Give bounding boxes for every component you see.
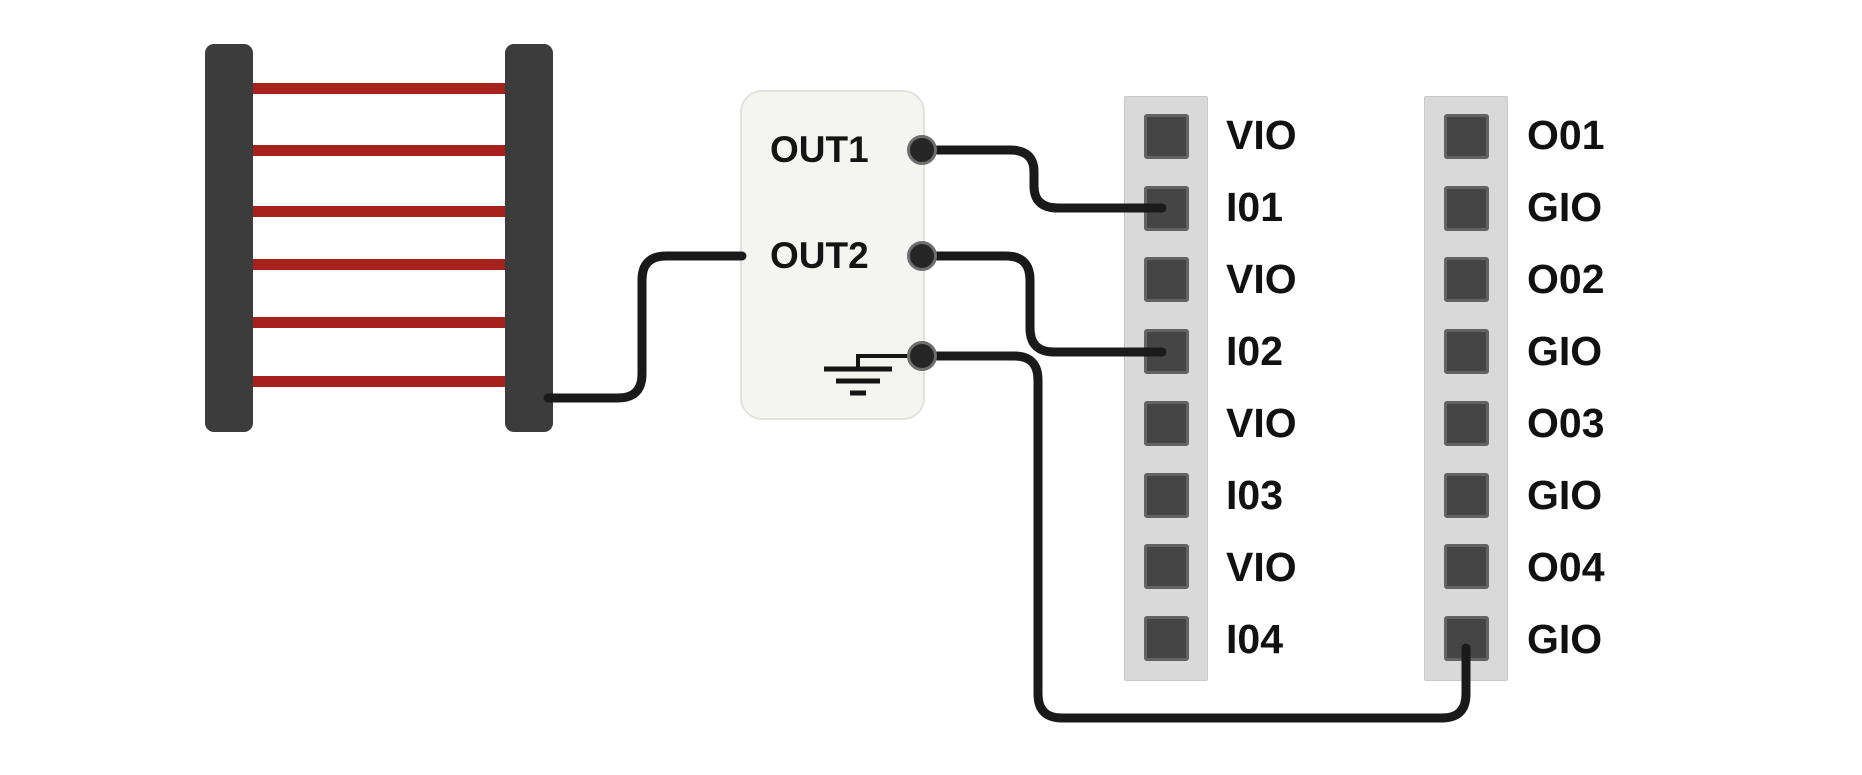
- strip-left-pin[interactable]: [1143, 400, 1189, 446]
- pin-label: VIO: [1226, 544, 1297, 590]
- wire-curtain-device[interactable]: [543, 251, 747, 403]
- pin-label: GIO: [1527, 472, 1603, 518]
- strip-right-pin[interactable]: [1443, 185, 1489, 231]
- ground-icon: [824, 354, 916, 396]
- port-label-out1: OUT1: [770, 129, 869, 170]
- pin-label: I03: [1226, 472, 1283, 518]
- out1-terminal[interactable]: [907, 135, 937, 165]
- pin-label: O03: [1527, 400, 1605, 446]
- pin-label: VIO: [1226, 400, 1297, 446]
- strip-left-pin[interactable]: [1143, 544, 1189, 590]
- strip-right-pin[interactable]: [1443, 400, 1489, 446]
- strip-left-pin[interactable]: [1143, 472, 1189, 518]
- pin-label: I01: [1226, 184, 1283, 230]
- gnd-terminal[interactable]: [907, 341, 937, 371]
- strip-right-pin[interactable]: [1443, 329, 1489, 375]
- strip-left-pin[interactable]: [1143, 615, 1189, 661]
- strip-right-pin[interactable]: [1443, 544, 1489, 590]
- light-curtain-beam: [245, 83, 513, 94]
- light-curtain-beam: [245, 145, 513, 156]
- wire-out1-i01[interactable]: [917, 145, 1167, 213]
- strip-left-pin[interactable]: [1143, 114, 1189, 159]
- light-curtain-beam: [245, 206, 513, 217]
- pin-label: I04: [1226, 616, 1283, 662]
- light-curtain-beam: [245, 259, 513, 270]
- out2-terminal[interactable]: [907, 241, 937, 271]
- terminal-strip-left: [1124, 96, 1208, 681]
- pin-label: VIO: [1226, 112, 1297, 158]
- strip-right-pin[interactable]: [1443, 114, 1489, 159]
- light-curtain-bar-left: [205, 44, 253, 432]
- strip-right-pin[interactable]: [1443, 472, 1489, 518]
- strip-left-labels: VIO I01 VIO I02 VIO I03 VIO I04: [1226, 96, 1297, 681]
- pin-label: O04: [1527, 544, 1605, 590]
- pin-label: O01: [1527, 112, 1605, 158]
- wire-gnd-gio[interactable]: [917, 351, 1471, 723]
- light-curtain-beam: [245, 376, 513, 387]
- pin-label: I02: [1226, 328, 1283, 374]
- pin-label: GIO: [1527, 616, 1603, 662]
- pin-label: O02: [1527, 256, 1605, 302]
- signal-device[interactable]: [740, 90, 925, 420]
- light-curtain-bar-right: [505, 44, 553, 432]
- port-label-out2: OUT2: [770, 235, 869, 276]
- strip-right-labels: O01 GIO O02 GIO O03 GIO O04 GIO: [1527, 96, 1605, 681]
- pin-label: VIO: [1226, 256, 1297, 302]
- wire-out2-i02[interactable]: [917, 251, 1167, 357]
- terminal-strip-right: [1424, 96, 1508, 681]
- light-curtain-beam: [245, 317, 513, 328]
- pin-label: GIO: [1527, 184, 1603, 230]
- pin-label: GIO: [1527, 328, 1603, 374]
- strip-right-pin[interactable]: [1443, 257, 1489, 303]
- strip-left-pin[interactable]: [1143, 257, 1189, 303]
